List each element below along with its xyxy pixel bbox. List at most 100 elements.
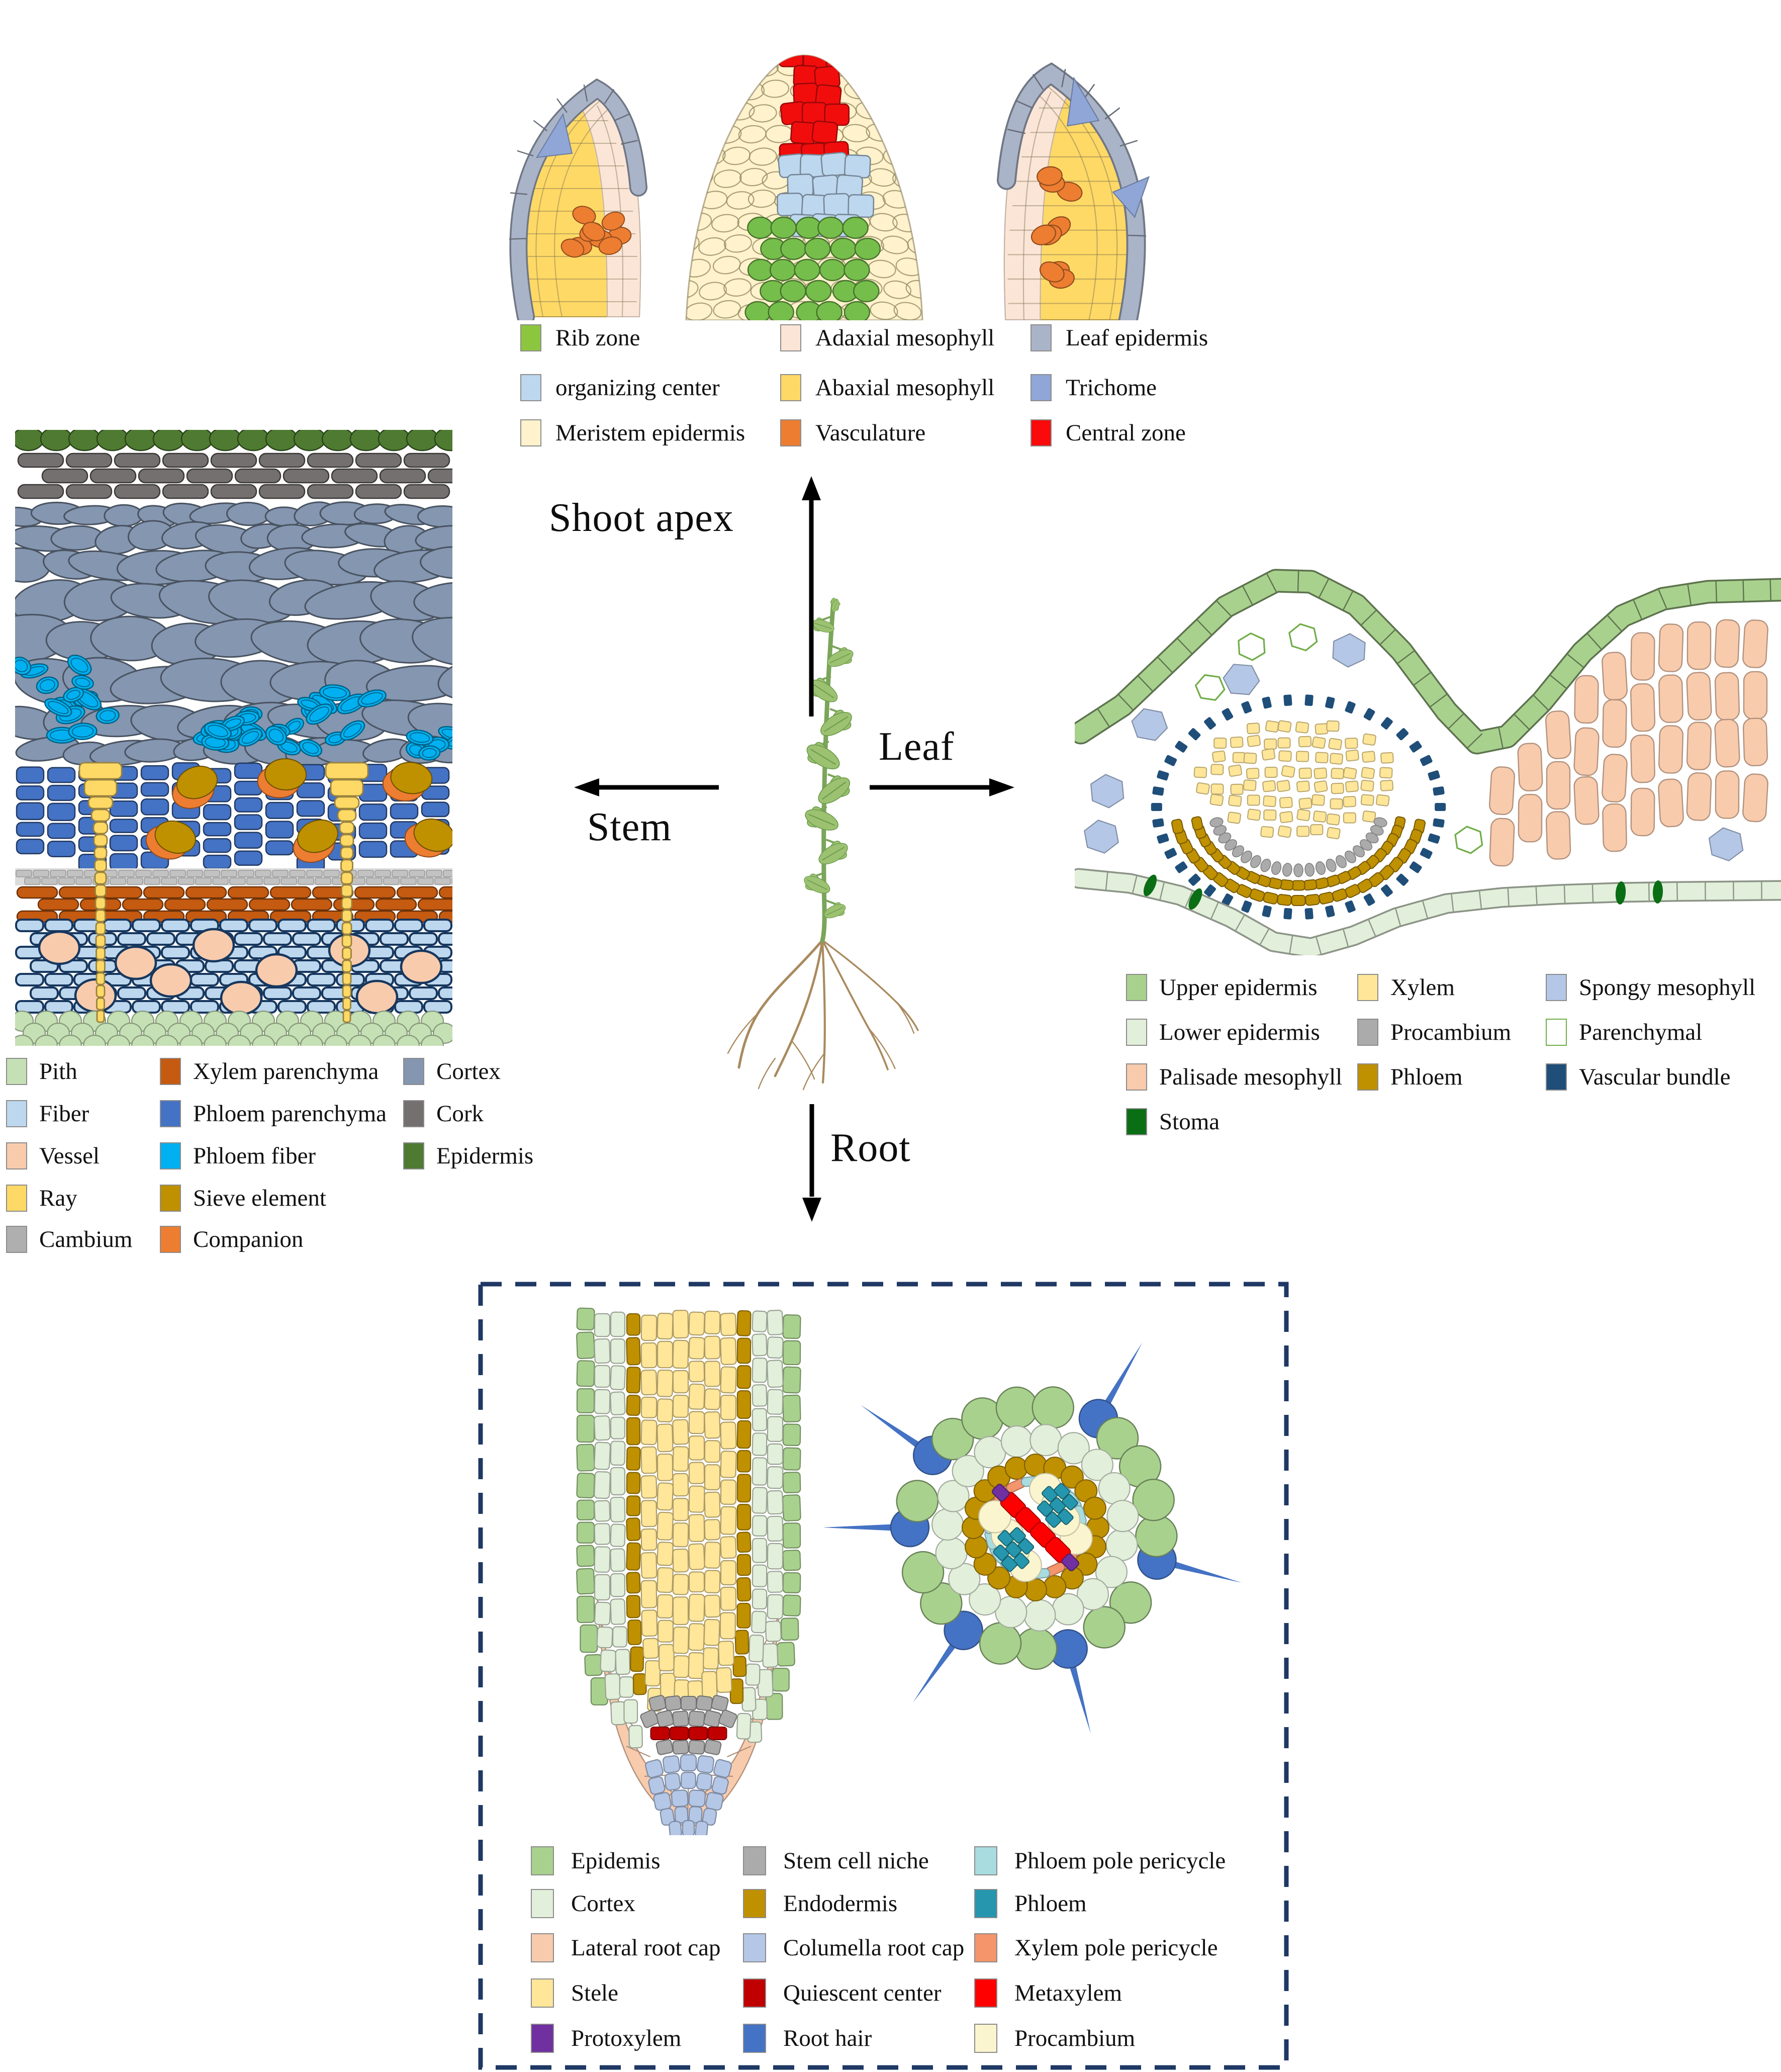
legend-item: Vessel — [6, 1142, 100, 1169]
legend-label: Epidermis — [436, 1143, 534, 1169]
legend-label: Upper epidermis — [1159, 974, 1318, 1001]
stem-drawing — [15, 430, 452, 1046]
legend-color-chip — [6, 1226, 27, 1253]
root-dashed-box — [478, 1281, 1289, 2070]
legend-color-chip — [6, 1058, 27, 1085]
legend-label: Lower epidermis — [1159, 1019, 1320, 1045]
legend-color-chip — [160, 1100, 181, 1127]
legend-item: Fiber — [6, 1100, 89, 1127]
legend-item: Vasculature — [780, 419, 925, 446]
legend-label: Phloem parenchyma — [193, 1101, 387, 1127]
legend-item: Rib zone — [520, 324, 640, 351]
legend-item: Cambium — [6, 1226, 132, 1253]
root-arrow — [802, 1104, 821, 1222]
shoot-apex-arrow — [802, 476, 821, 716]
stem-cross-section-illustration — [15, 430, 452, 1046]
legend-color-chip — [1546, 1019, 1567, 1046]
legend-item: Palisade mesophyll — [1126, 1063, 1342, 1091]
legend-label: Vascular bundle — [1579, 1064, 1731, 1090]
legend-item: Leaf epidermis — [1030, 324, 1208, 351]
legend-color-chip — [1357, 1019, 1378, 1046]
legend-color-chip — [1126, 1019, 1147, 1046]
legend-item: Stoma — [1126, 1108, 1220, 1135]
legend-label: Meristem epidermis — [555, 420, 745, 446]
legend-label: Leaf epidermis — [1066, 325, 1208, 351]
legend-item: Trichome — [1030, 374, 1157, 401]
legend-item: Parenchymal — [1546, 1019, 1702, 1046]
legend-color-chip — [1357, 1063, 1378, 1091]
legend-label: Stoma — [1159, 1109, 1220, 1135]
legend-item: Phloem fiber — [160, 1142, 316, 1169]
legend-label: Procambium — [1390, 1019, 1512, 1045]
legend-color-chip — [6, 1100, 27, 1127]
legend-item: Xylem parenchyma — [160, 1058, 379, 1085]
legend-color-chip — [1030, 374, 1052, 401]
legend-item: Epidermis — [403, 1142, 533, 1169]
root-tip-drawing — [576, 1307, 801, 1835]
legend-color-chip — [6, 1185, 27, 1212]
legend-item: Adaxial mesophyll — [780, 324, 994, 351]
legend-label: Abaxial mesophyll — [815, 375, 995, 401]
legend-item: organizing center — [520, 374, 720, 401]
legend-item: Procambium — [1357, 1019, 1511, 1046]
legend-item: Cortex — [403, 1058, 501, 1085]
legend-item: Lower epidermis — [1126, 1019, 1320, 1046]
legend-label: Parenchymal — [1579, 1019, 1703, 1045]
leaf-cross-section-illustration — [1075, 546, 1781, 955]
legend-label: Cortex — [436, 1058, 501, 1085]
legend-color-chip — [520, 374, 541, 401]
legend-label: Adaxial mesophyll — [815, 325, 995, 351]
legend-item: Meristem epidermis — [520, 419, 745, 446]
legend-color-chip — [1126, 1108, 1147, 1135]
root-tip-illustration — [553, 1301, 824, 1835]
leaf-drawing — [1075, 569, 1781, 955]
legend-item: Spongy mesophyll — [1546, 974, 1755, 1001]
legend-color-chip — [780, 374, 801, 401]
legend-label: Cork — [436, 1101, 484, 1127]
stem-arrow — [574, 778, 719, 796]
legend-color-chip — [160, 1142, 181, 1169]
legend-label: Rib zone — [555, 325, 640, 351]
legend-color-chip — [780, 419, 801, 446]
legend-label: Fiber — [39, 1101, 89, 1127]
legend-label: Vasculature — [815, 420, 926, 446]
legend-label: Sieve element — [193, 1185, 326, 1211]
root-cross-drawing — [824, 1342, 1242, 1734]
legend-item: Cork — [403, 1100, 484, 1127]
legend-color-chip — [1357, 974, 1378, 1001]
legend-label: Central zone — [1066, 420, 1186, 446]
legend-item: Phloem — [1357, 1063, 1463, 1091]
legend-label: Vessel — [39, 1143, 100, 1169]
legend-color-chip — [1030, 419, 1052, 446]
legend-color-chip — [520, 419, 541, 446]
legend-label: Ray — [39, 1185, 77, 1211]
legend-color-chip — [1126, 974, 1147, 1001]
legend-color-chip — [780, 324, 801, 351]
legend-color-chip — [6, 1142, 27, 1169]
legend-label: Palisade mesophyll — [1159, 1064, 1343, 1090]
legend-label: Companion — [193, 1226, 304, 1252]
legend-color-chip — [1546, 974, 1567, 1001]
legend-item: Sieve element — [160, 1185, 326, 1212]
legend-label: organizing center — [555, 375, 720, 401]
legend-label: Trichome — [1066, 375, 1157, 401]
legend-color-chip — [160, 1226, 181, 1253]
legend-color-chip — [1030, 324, 1052, 351]
legend-item: Phloem parenchyma — [160, 1100, 387, 1127]
root-cross-section-illustration — [824, 1332, 1247, 1735]
legend-label: Cambium — [39, 1226, 133, 1252]
legend-color-chip — [403, 1100, 424, 1127]
legend-label: Pith — [39, 1058, 77, 1085]
legend-color-chip — [1126, 1063, 1147, 1091]
legend-item: Vascular bundle — [1546, 1063, 1730, 1091]
leaf-arrow — [870, 778, 1014, 796]
legend-label: Phloem — [1390, 1064, 1463, 1090]
legend-label: Phloem fiber — [193, 1143, 316, 1169]
legend-item: Pith — [6, 1058, 77, 1085]
shoot-apex-drawing — [509, 54, 1150, 320]
legend-label: Spongy mesophyll — [1579, 974, 1756, 1001]
shoot-apex-label: Shoot apex — [549, 496, 734, 540]
legend-item: Central zone — [1030, 419, 1186, 446]
plant-drawing — [727, 597, 919, 1091]
